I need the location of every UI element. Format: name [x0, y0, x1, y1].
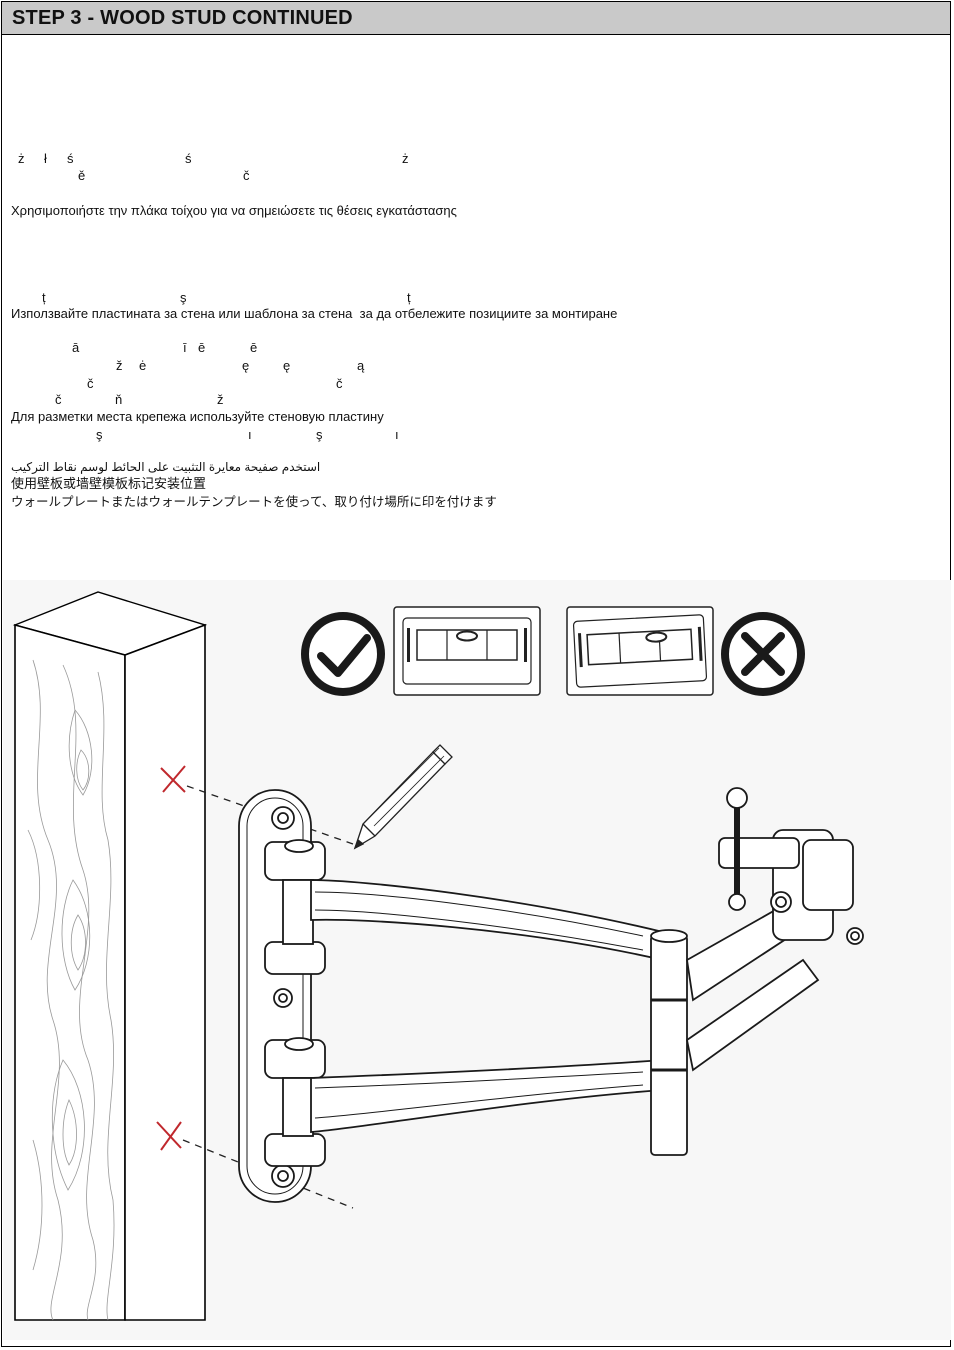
bubble-level-icon: [566, 606, 714, 696]
text-fragment: ž: [217, 392, 224, 407]
text-fragment: ł: [44, 151, 47, 166]
text-fragment: č: [87, 376, 94, 391]
pencil-icon: [353, 744, 453, 850]
text-fragment: ş: [316, 427, 323, 442]
check-circle-icon: [301, 612, 385, 696]
bubble-level-icon: [393, 606, 541, 696]
text-fragment: ě: [78, 168, 86, 183]
text-fragment: ț: [407, 290, 411, 305]
mark-x-top: [160, 765, 186, 793]
text-fragment: ż: [18, 151, 25, 166]
text-fragment: ı: [395, 427, 399, 442]
text-fragment: ē: [250, 340, 258, 355]
wood-stud: [12, 591, 208, 1321]
text-fragment: ż: [402, 151, 409, 166]
level-check: [301, 606, 805, 696]
text-fragment: ş: [180, 290, 187, 305]
text-fragment: č: [336, 376, 343, 391]
page-title: STEP 3 - WOOD STUD CONTINUED: [12, 7, 353, 29]
text-fragment: ę: [283, 358, 291, 373]
text-fragment: ę: [242, 358, 250, 373]
mounting-illustration: [3, 580, 951, 1340]
instruction-greek: Χρησιμοποιήστε την πλάκα τοίχου για να σ…: [11, 203, 457, 218]
instruction-chinese: 使用壁板或墙壁模板标记安装位置: [11, 477, 207, 492]
text-fragment: ş: [96, 427, 103, 442]
instruction-japanese: ウォールプレートまたはウォールテンプレートを使って、取り付け場所に印を付けます: [11, 494, 497, 509]
text-fragment: ą: [357, 358, 365, 373]
text-fragment: ň: [115, 392, 123, 407]
section-header: STEP 3 - WOOD STUD CONTINUED: [1, 1, 951, 35]
x-circle-icon: [721, 612, 805, 696]
text-fragment: č: [243, 168, 250, 183]
text-fragment: ė: [139, 358, 147, 373]
text-fragment: ā: [72, 340, 80, 355]
instruction-arabic: استخدم صفيحة معايرة التثبيت على الحائط ل…: [11, 460, 321, 474]
mark-x-bottom: [156, 1121, 182, 1151]
text-fragment: č: [55, 392, 62, 407]
instruction-bulgarian: Използвайте пластината за стена или шабл…: [11, 306, 618, 321]
text-fragment: ž: [116, 358, 123, 373]
instruction-russian: Для разметки места крепежа используйте с…: [11, 409, 384, 424]
text-fragment: ś: [185, 151, 192, 166]
text-fragment: ı: [248, 427, 252, 442]
text-fragment: ē: [198, 340, 206, 355]
wall-mount-bracket: [238, 787, 864, 1203]
text-fragment: ś: [67, 151, 74, 166]
text-fragment: ț: [42, 290, 46, 305]
text-fragment: ī: [183, 340, 187, 355]
